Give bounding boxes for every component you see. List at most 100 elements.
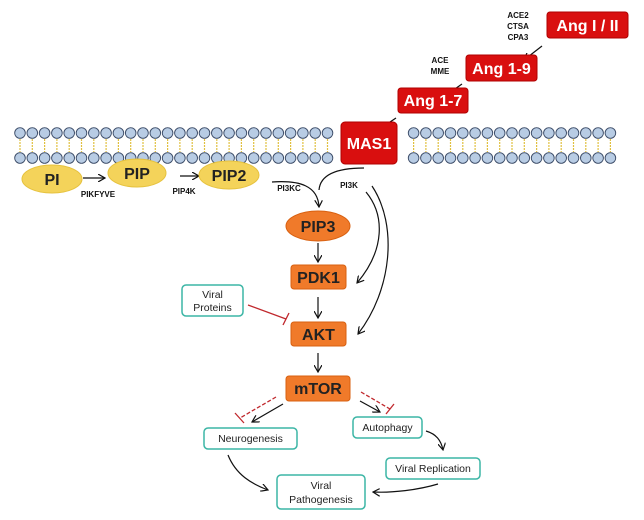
- lipid-head: [223, 127, 235, 139]
- svg-text:Viral: Viral: [202, 289, 223, 301]
- akt-node: AKT: [290, 321, 347, 347]
- ang-1-7-node: Ang 1-7: [397, 87, 469, 114]
- lipid-head: [407, 127, 420, 139]
- lipid-head: [309, 152, 321, 164]
- lipid-head: [235, 127, 248, 139]
- svg-text:Proteins: Proteins: [193, 302, 232, 314]
- lipid-head: [506, 127, 518, 139]
- lipid-head: [149, 127, 162, 139]
- lipid-head: [260, 127, 272, 139]
- enzyme-ace2: ACE2: [507, 11, 529, 20]
- arrow-replication-to-pathogenesis: [373, 483, 439, 492]
- svg-text:Viral Replication: Viral Replication: [395, 463, 471, 475]
- svg-text:AKT: AKT: [302, 327, 335, 344]
- lipid-head: [272, 152, 285, 164]
- neurogenesis-node: Neurogenesis: [203, 427, 298, 450]
- lipid-head: [592, 127, 604, 139]
- inhibition-mtor-autophagy: [360, 391, 395, 415]
- lipid-head: [457, 152, 469, 164]
- lipid-head: [186, 127, 198, 139]
- lipid-head: [14, 152, 26, 164]
- enzyme-ctsa: CTSA: [507, 22, 529, 31]
- svg-text:PI: PI: [44, 172, 59, 189]
- lipid-head: [481, 127, 494, 139]
- svg-text:PIP: PIP: [124, 166, 150, 183]
- svg-text:Pathogenesis: Pathogenesis: [289, 494, 353, 506]
- svg-text:Ang 1-7: Ang 1-7: [404, 93, 463, 110]
- arrow-pip2-to-pip3: [271, 181, 319, 207]
- lipid-head: [309, 127, 321, 139]
- lipid-head: [26, 127, 39, 139]
- arrow-pi3k-to-akt: [358, 185, 389, 334]
- ang-i-ii-node: Ang I / II: [546, 11, 629, 39]
- svg-text:Viral: Viral: [311, 480, 332, 492]
- mas1-receptor: MAS1: [340, 121, 398, 165]
- lipid-head: [75, 152, 88, 164]
- lipid-head: [51, 152, 63, 164]
- lipid-head: [100, 127, 112, 139]
- svg-text:PDK1: PDK1: [297, 270, 340, 287]
- lipid-head: [543, 152, 555, 164]
- enzyme-ace: ACE: [432, 56, 450, 65]
- lipid-head: [297, 152, 309, 164]
- lipid-head: [186, 152, 198, 164]
- lipid-head: [38, 127, 51, 139]
- mtor-node: mTOR: [285, 375, 351, 402]
- viral-replication-node: Viral Replication: [385, 457, 481, 480]
- lipid-head: [469, 127, 481, 139]
- cell-membrane: [14, 127, 617, 164]
- enzyme-pi3k: PI3K: [340, 181, 358, 190]
- lipid-head: [137, 127, 149, 139]
- lipid-head: [592, 152, 604, 164]
- viral-proteins-node: Viral Proteins: [181, 284, 244, 317]
- lipid-head: [444, 152, 457, 164]
- svg-text:Ang 1-9: Ang 1-9: [472, 61, 531, 78]
- lipid-head: [432, 127, 444, 139]
- arrow-autophagy-to-replication: [425, 430, 443, 450]
- lipid-head: [530, 127, 543, 139]
- svg-text:Autophagy: Autophagy: [362, 422, 413, 434]
- inhibition-mtor-neurogenesis: [234, 396, 277, 424]
- lipid-head: [543, 127, 555, 139]
- lipid-head: [604, 127, 617, 139]
- lipid-head: [457, 127, 469, 139]
- svg-text:Ang I / II: Ang I / II: [556, 18, 618, 35]
- lipid-head: [14, 127, 26, 139]
- enzyme-mme: MME: [431, 67, 450, 76]
- enzyme-pi3kc: PI3KC: [277, 184, 301, 193]
- enzyme-pip4k: PIP4K: [172, 187, 195, 196]
- viral-pathogenesis-node: Viral Pathogenesis: [276, 474, 366, 510]
- lipid-head: [506, 152, 518, 164]
- arrow-mas1-to-pip3: [318, 167, 365, 191]
- autophagy-node: Autophagy: [352, 416, 423, 439]
- lipid-head: [198, 127, 211, 139]
- pi-node: PI: [21, 164, 83, 194]
- lipid-head: [247, 152, 260, 164]
- lipid-head: [555, 127, 567, 139]
- lipid-head: [26, 152, 39, 164]
- lipid-head: [444, 127, 457, 139]
- lipid-head: [580, 152, 592, 164]
- arrow-neurogenesis-to-pathogenesis: [227, 454, 268, 490]
- lipid-head: [555, 152, 567, 164]
- lipid-head: [321, 127, 334, 139]
- lipid-head: [211, 127, 223, 139]
- pip3-node: PIP3: [285, 210, 351, 242]
- lipid-head: [407, 152, 420, 164]
- lipid-head: [493, 127, 506, 139]
- lipid-head: [75, 127, 88, 139]
- arrow-pi3k-to-pdk1: [357, 191, 380, 283]
- lipid-head: [580, 127, 592, 139]
- lipid-head: [247, 127, 260, 139]
- lipid-head: [567, 127, 580, 139]
- lipid-head: [51, 127, 63, 139]
- lipid-head: [161, 127, 174, 139]
- lipid-head: [161, 152, 174, 164]
- svg-text:mTOR: mTOR: [294, 381, 342, 398]
- lipid-head: [481, 152, 494, 164]
- lipid-head: [321, 152, 334, 164]
- lipid-head: [198, 152, 211, 164]
- ang-1-9-node: Ang 1-9: [465, 54, 538, 82]
- lipid-head: [530, 152, 543, 164]
